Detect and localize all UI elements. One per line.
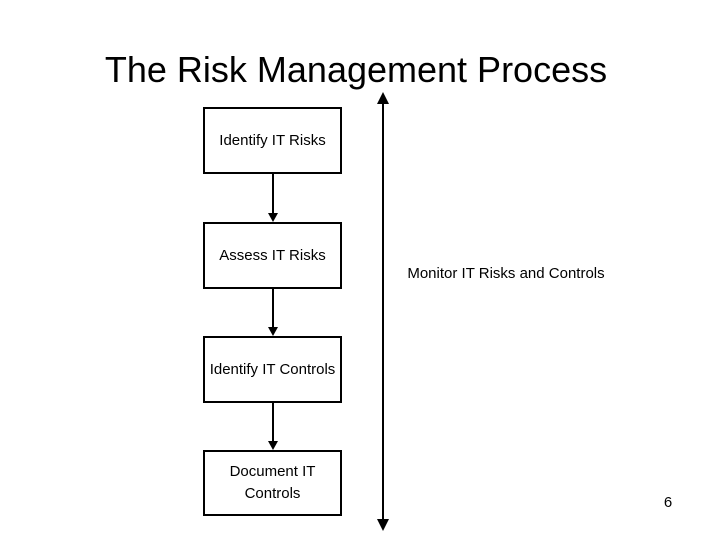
process-box-document-it-controls[interactable]: Document IT Controls: [203, 450, 342, 516]
connector-arrow-2: [268, 289, 278, 336]
page-number: 6: [663, 494, 673, 511]
process-box-label: Identify IT Risks: [219, 131, 326, 149]
page-title: The Risk Management Process: [104, 49, 608, 90]
double-headed-arrow-icon: [377, 92, 389, 531]
arrow-down-head-icon: [377, 519, 389, 531]
process-box-label: Document IT Controls: [229, 463, 316, 502]
monitor-label: Monitor IT Risks and Controls: [407, 265, 605, 282]
connector-arrow-1: [268, 174, 278, 222]
process-box-identify-it-controls[interactable]: Identify IT Controls: [203, 336, 342, 403]
connector-arrow-3: [268, 403, 278, 450]
process-box-identify-it-risks[interactable]: Identify IT Risks: [203, 107, 342, 174]
process-box-assess-it-risks[interactable]: Assess IT Risks: [203, 222, 342, 289]
arrow-up-head-icon: [377, 92, 389, 104]
process-box-label: Assess IT Risks: [219, 246, 326, 264]
process-box-label: Identify IT Controls: [209, 360, 336, 378]
